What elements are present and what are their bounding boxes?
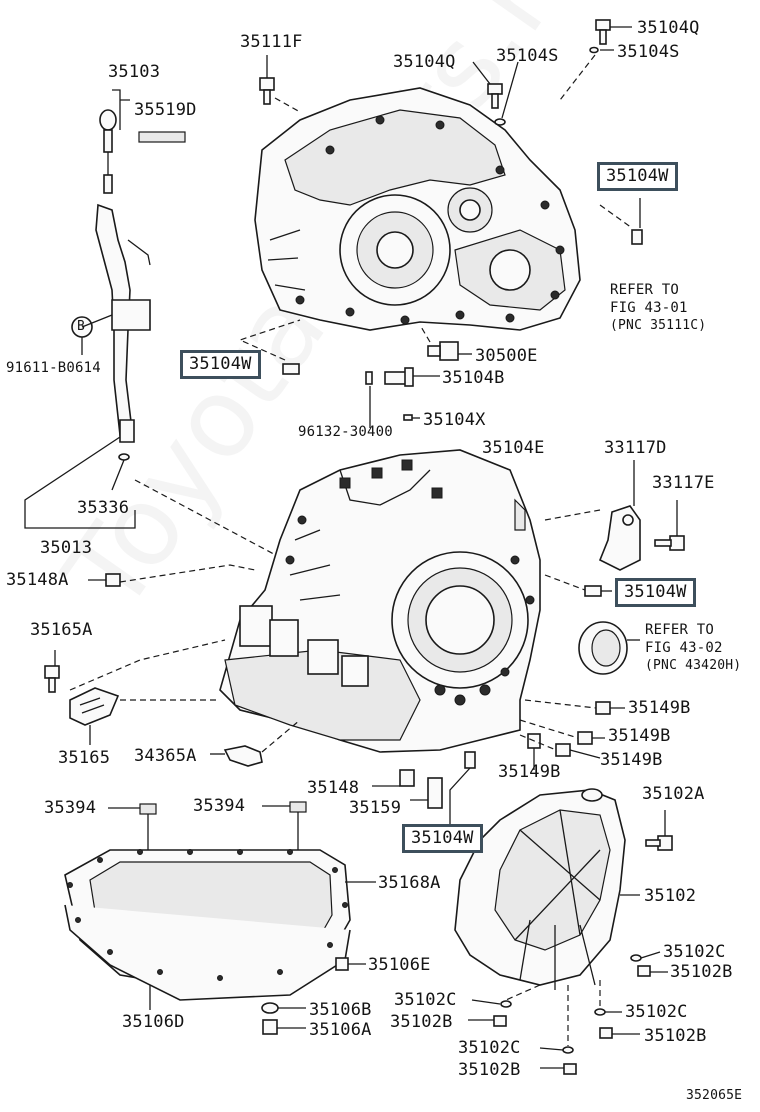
- transaxle-case-upper: [254, 87, 581, 331]
- dowel-pin-right-icon: [584, 585, 602, 597]
- label-35102c-d: 35102C: [458, 1038, 521, 1058]
- label-35104q-a: 35104Q: [393, 52, 456, 72]
- bolt-35102a-icon: [645, 835, 673, 851]
- label-35102b-c: 35102B: [644, 1026, 707, 1046]
- label-35102b-b: 35102B: [390, 1012, 453, 1032]
- dipstick-35103: [99, 109, 186, 194]
- label-35102b-a: 35102B: [670, 962, 733, 982]
- label-35149b-4: 35149B: [498, 762, 561, 782]
- label-35106e: 35106E: [368, 955, 431, 975]
- label-33117e: 33117E: [652, 473, 715, 493]
- breather-35104b-icon: [365, 367, 414, 387]
- label-35104e: 35104E: [482, 438, 545, 458]
- refer-mid-line-2: FIG 43-02: [645, 640, 723, 656]
- footer-diagram-code: 352065E: [686, 1088, 743, 1103]
- label-35102c-c: 35102C: [625, 1002, 688, 1022]
- label-35165a: 35165A: [30, 620, 93, 640]
- plug-35149b-icons: [527, 701, 611, 757]
- label-35165: 35165: [58, 748, 111, 768]
- label-35102c-b: 35102C: [394, 990, 457, 1010]
- label-35394-b: 35394: [193, 796, 246, 816]
- oil-seal-icon: [578, 621, 628, 675]
- label-35336: 35336: [77, 498, 130, 518]
- dowel-pin-icon: [631, 229, 643, 245]
- transaxle-cover-35102: [454, 788, 626, 990]
- bolt-35104q-right-icon: [589, 19, 611, 54]
- bolt-35165a-icon: [44, 665, 60, 693]
- dowel-pin-bottom-icon: [464, 751, 476, 769]
- label-35102: 35102: [644, 886, 697, 906]
- label-35102b-d: 35102B: [458, 1060, 521, 1080]
- label-35104w-top-highlight: 35104W: [597, 162, 678, 191]
- label-35149b-3: 35149B: [600, 750, 663, 770]
- o-ring-35336-icon: [118, 453, 130, 461]
- oil-pan-35106d: [64, 849, 351, 1001]
- label-34365a: 34365A: [134, 746, 197, 766]
- drain-plug-icon: [261, 957, 349, 1035]
- clip-34365a-icon: [223, 745, 263, 767]
- label-circle-b: B: [77, 319, 86, 334]
- refer-top-line-3: (PNC 35111C): [610, 318, 707, 333]
- label-35102a: 35102A: [642, 784, 705, 804]
- filter-35148-icon: [399, 769, 443, 809]
- label-35104w-left-highlight: 35104W: [180, 350, 261, 379]
- bracket-33117d-icon: [598, 505, 641, 571]
- label-35104x: 35104X: [423, 410, 486, 430]
- label-35104b: 35104B: [442, 368, 505, 388]
- plug-35148a-icon: [105, 573, 121, 587]
- refer-top-line-1: REFER TO: [610, 282, 680, 298]
- label-35104w-bottom-highlight: 35104W: [402, 824, 483, 853]
- bolt-35111f-icon: [259, 77, 275, 105]
- plug-30500e-icon: [427, 341, 459, 361]
- label-35104q-b: 35104Q: [637, 18, 700, 38]
- transaxle-housing-lower: [219, 449, 541, 753]
- label-33117d: 33117D: [604, 438, 667, 458]
- label-96132-30400: 96132-30400: [298, 424, 393, 440]
- cover-bolts-35102b-icons: [493, 954, 651, 1075]
- label-35106a: 35106A: [309, 1020, 372, 1040]
- refer-top-line-2: FIG 43-01: [610, 300, 688, 316]
- bolt-33117e-icon: [654, 535, 685, 551]
- refer-mid-line-3: (PNC 43420H): [645, 658, 742, 673]
- label-35148a: 35148A: [6, 570, 69, 590]
- label-35148: 35148: [307, 778, 360, 798]
- label-35149b-2: 35149B: [608, 726, 671, 746]
- magnet-35394-a-icon: [139, 803, 157, 815]
- label-35103: 35103: [108, 62, 161, 82]
- label-35104s-a: 35104S: [496, 46, 559, 66]
- label-35013: 35013: [40, 538, 93, 558]
- strainer-35165-icon: [69, 687, 120, 726]
- label-35168a: 35168A: [378, 873, 441, 893]
- label-35159: 35159: [349, 798, 402, 818]
- label-35519d: 35519D: [134, 100, 197, 120]
- label-30500e: 30500E: [475, 346, 538, 366]
- label-35149b-1: 35149B: [628, 698, 691, 718]
- label-35106d: 35106D: [122, 1012, 185, 1032]
- label-35111f: 35111F: [240, 32, 303, 52]
- label-35394-a: 35394: [44, 798, 97, 818]
- refer-mid-line-1: REFER TO: [645, 622, 715, 638]
- dowel-pin-left-icon: [282, 363, 300, 375]
- label-35104w-right-highlight: 35104W: [615, 578, 696, 607]
- label-35104s-b: 35104S: [617, 42, 680, 62]
- label-91611-b0614: 91611-B0614: [6, 360, 101, 376]
- bolt-35104q-icon: [487, 83, 506, 126]
- label-35106b: 35106B: [309, 1000, 372, 1020]
- magnet-35394-b-icon: [289, 801, 307, 813]
- label-35102c-a: 35102C: [663, 942, 726, 962]
